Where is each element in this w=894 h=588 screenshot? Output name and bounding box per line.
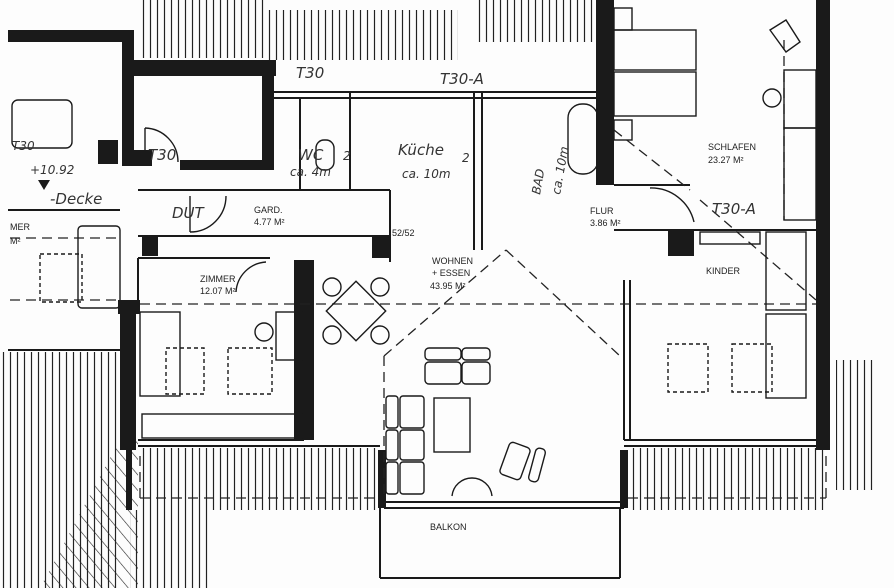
schlafen-bed: [613, 71, 697, 117]
schlafen-armchair: [768, 19, 801, 53]
interior-walls: [8, 91, 816, 579]
room-name-essen: + ESSEN: [432, 268, 470, 278]
column-markers: [38, 140, 694, 258]
door-swing: [144, 127, 179, 163]
dining-chair: [322, 325, 342, 345]
doors: [144, 127, 695, 497]
room-name-gard: GARD.: [254, 205, 283, 215]
hand-t30-far-left: T30: [12, 139, 35, 153]
hand-wc-sup: 2: [343, 149, 351, 163]
outer-walls: [8, 0, 830, 510]
roof-hatch-top-center: [268, 10, 458, 60]
kinder-bed: [765, 313, 807, 399]
lounge-chair: [499, 441, 531, 481]
hand-t30a-right: T30-A: [712, 200, 756, 218]
armchair: [424, 347, 462, 361]
zimmer-rug: [227, 347, 273, 395]
side-table: [527, 447, 547, 483]
hand-dut: DUT: [172, 204, 206, 222]
hand-t30-top: T30: [296, 64, 324, 82]
sofa-segment: [385, 429, 399, 461]
zimmer-chair: [254, 322, 274, 342]
toilet: [315, 139, 335, 171]
room-area-gard: 4.77 M²: [254, 217, 285, 227]
schlafen-wardrobe: [783, 127, 817, 221]
room-name-wohnen: WOHNEN: [432, 256, 473, 266]
room-name-flur: FLUR: [590, 206, 614, 216]
furniture: [11, 7, 817, 495]
armchair: [461, 361, 491, 385]
roof-hatch-bottom-center: [138, 448, 378, 510]
schlafen-chair: [762, 88, 782, 108]
hand-t30-left: T30: [148, 146, 176, 164]
left-armchair: [11, 99, 73, 149]
sofa-segment: [399, 429, 425, 461]
hand-t30a-top: T30-A: [440, 70, 484, 88]
dining-chair: [322, 277, 342, 297]
coffee-table: [433, 397, 471, 453]
kinder-wardrobe: [765, 231, 807, 311]
level-marker: [38, 180, 50, 190]
roof-hatch-top-right: [474, 0, 596, 42]
sofa-segment: [385, 461, 399, 495]
room-area-wohnen: 43.95 M²: [430, 281, 466, 291]
zimmer-rug: [165, 347, 205, 395]
kinder-rug: [731, 343, 773, 393]
left-bed: [77, 225, 121, 309]
room-area-flur: 3.86 M²: [590, 218, 621, 228]
room-name-kinder: KINDER: [706, 266, 741, 276]
room-name-schlafen: SCHLAFEN: [708, 142, 756, 152]
roof-hatch-far-right: [836, 360, 876, 490]
kinder-shelf: [699, 231, 761, 245]
hand-kueche: Küche: [398, 141, 444, 159]
armchair: [461, 347, 491, 361]
room-name-zimmer: ZIMMER: [200, 274, 236, 284]
hand-bad: BAD: [529, 168, 547, 196]
hand-level: +10.92: [30, 163, 74, 177]
roof-hatch-bottom-right: [628, 448, 826, 510]
hand-wc-area: ca. 4m: [290, 165, 331, 179]
bathtub: [567, 103, 599, 175]
hand-kueche-sup: 2: [462, 151, 470, 165]
room-area-left: M²: [10, 236, 21, 246]
dining-table: [325, 280, 387, 342]
room-area-zimmer: 12.07 M²: [200, 286, 236, 296]
kinder-rug: [667, 343, 709, 393]
staircase-diagonal: [40, 430, 138, 588]
roof-hatch-top-left: [138, 0, 266, 58]
sofa-segment: [399, 395, 425, 429]
hand-kueche-area: ca. 10m: [402, 167, 451, 181]
stair-ratio: 52/52: [392, 228, 415, 238]
door-swing: [235, 261, 267, 293]
roof-hatch-bottom-stub: [130, 510, 210, 588]
hand-bad-area: ca. 10m: [549, 145, 571, 195]
sofa-segment: [399, 461, 425, 495]
hand-decke: -Decke: [50, 190, 102, 208]
zimmer-desk: [275, 311, 303, 361]
sofa-segment: [385, 395, 399, 429]
schlafen-wardrobe: [783, 69, 817, 129]
zimmer-bed: [139, 311, 181, 397]
room-name-balkon: BALKON: [430, 522, 467, 532]
bath-sink: [613, 7, 633, 31]
door-swing: [189, 195, 227, 233]
door-swing: [649, 187, 695, 223]
balcony-door-swing: [451, 477, 473, 497]
hand-wc: WC: [298, 146, 324, 164]
dining-chair: [370, 277, 390, 297]
bath-basin: [613, 119, 633, 141]
room-area-schlafen: 23.27 M²: [708, 155, 744, 165]
schlafen-bed: [613, 29, 697, 71]
dining-chair: [370, 325, 390, 345]
room-name-left: MER: [10, 222, 31, 232]
armchair: [424, 361, 462, 385]
left-rug: [39, 253, 83, 303]
zimmer-shelf: [141, 413, 303, 439]
